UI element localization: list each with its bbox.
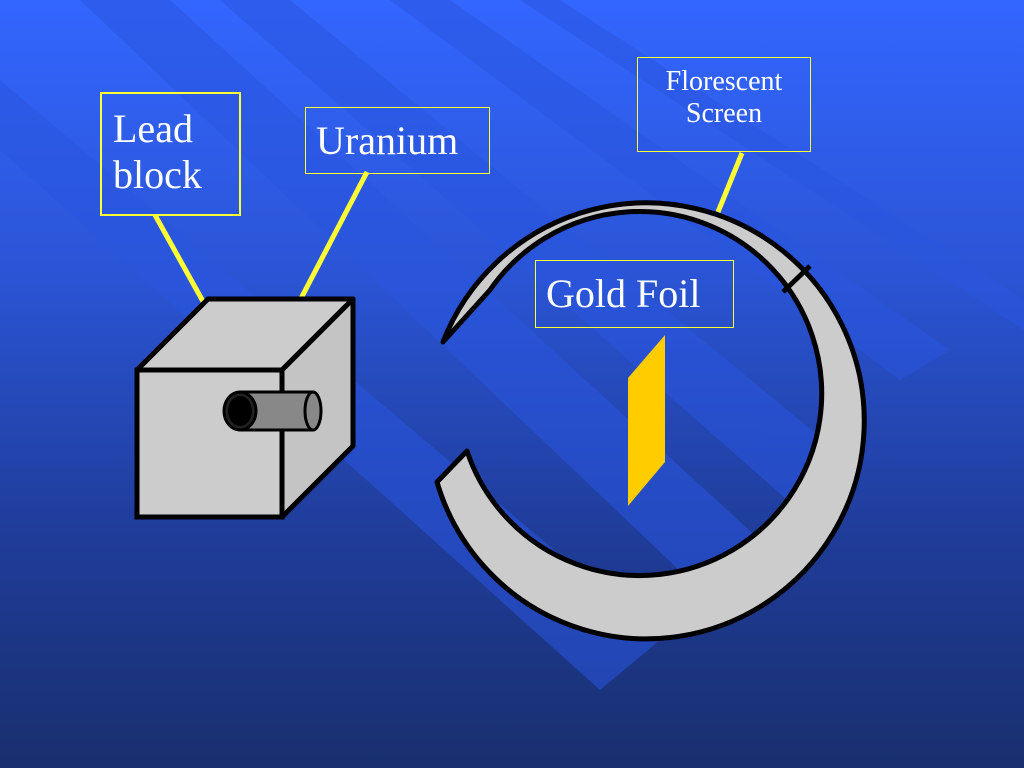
- florescent-screen-seam: [781, 264, 812, 294]
- uranium-sample: [222, 390, 323, 432]
- lead-block-pointer-line: [152, 213, 208, 307]
- lead-block-label: Lead block: [100, 92, 241, 216]
- lead-block: [134, 296, 356, 520]
- gold-foil: [628, 335, 665, 506]
- gold-foil-label: Gold Foil: [535, 260, 734, 328]
- uranium-source-dot: [228, 396, 252, 426]
- florescent-screen: [434, 200, 867, 642]
- florescent-screen-label: Florescent Screen: [637, 57, 811, 152]
- background-stripe: [520, 0, 1024, 330]
- florescent-screen-band: [434, 200, 867, 642]
- uranium-cylinder-end: [303, 390, 323, 432]
- background-stripe: [80, 0, 760, 590]
- uranium-label: Uranium: [305, 107, 490, 174]
- florescent-screen-pointer-line: [715, 152, 745, 213]
